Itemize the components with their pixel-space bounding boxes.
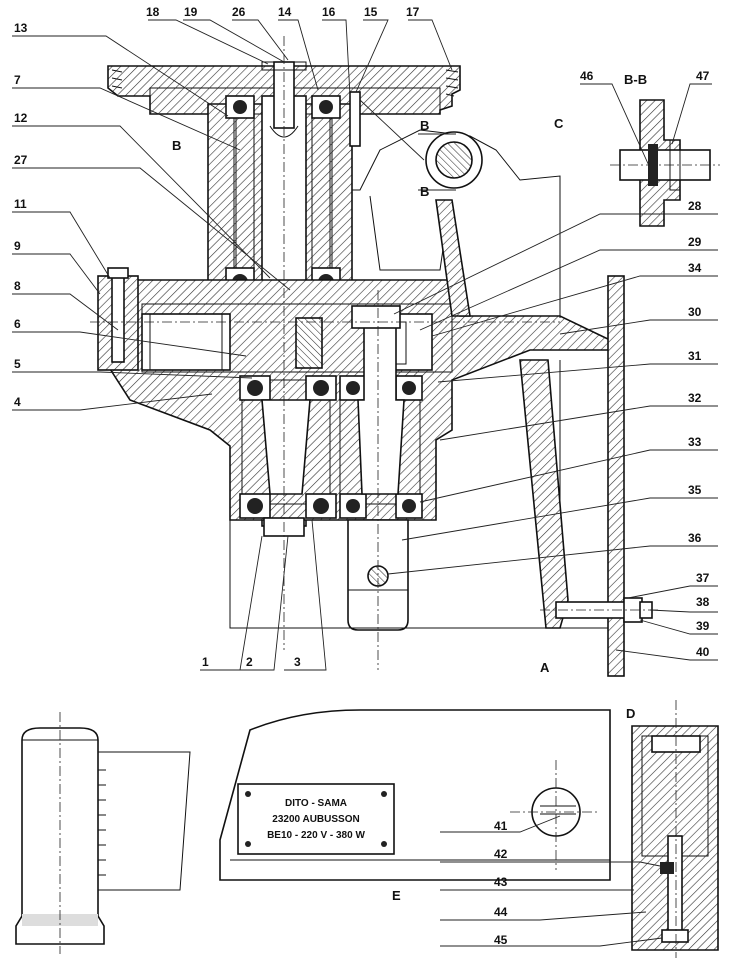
section-label-bb: B-B [624, 72, 647, 87]
nameplate-text: DITO - SAMA 23200 AUBUSSON BE10 - 220 V … [267, 798, 365, 841]
nameplate-line-1: DITO - SAMA [285, 798, 347, 809]
lower-skirt [229, 360, 610, 629]
pulley-grooves [111, 69, 459, 97]
view-d [631, 700, 719, 958]
callout-39: 39 [696, 619, 710, 633]
large-gear [141, 313, 231, 371]
skirt-rib [519, 359, 569, 629]
callout-44: 44 [494, 905, 508, 919]
callout-15: 15 [364, 5, 378, 19]
callout-3: 3 [294, 655, 301, 669]
view-label-a: A [540, 660, 550, 675]
gear-hub [295, 317, 323, 369]
callout-30: 30 [688, 305, 702, 319]
leader-lines [12, 19, 718, 947]
callout-40: 40 [696, 645, 710, 659]
nameplate [237, 783, 395, 855]
callout-13: 13 [14, 21, 28, 35]
view-label-b: B [172, 138, 181, 153]
callout-6: 6 [14, 317, 21, 331]
nameplate-line-3: BE10 - 220 V - 380 W [267, 830, 365, 841]
shaft-tip [269, 125, 299, 138]
lower-shaft-left [261, 399, 311, 495]
mounting-plate [607, 275, 625, 677]
output-shaft [357, 319, 405, 495]
callout-41: 41 [494, 819, 508, 833]
callout-1: 1 [202, 655, 209, 669]
flange-bolt [111, 269, 125, 363]
callout-4: 4 [14, 395, 21, 409]
callout-43: 43 [494, 875, 508, 889]
callout-5: 5 [14, 357, 21, 371]
rib-c [435, 199, 471, 317]
callout-38: 38 [696, 595, 710, 609]
callout-26: 26 [232, 5, 246, 19]
callout-11: 11 [14, 197, 27, 211]
callout-29: 29 [688, 235, 702, 249]
callout-37: 37 [696, 571, 710, 585]
callout-47: 47 [696, 69, 710, 83]
output-shaft-nut [351, 305, 401, 329]
callout-33: 33 [688, 435, 702, 449]
lower-bearings [239, 375, 423, 519]
callout-46: 46 [580, 69, 594, 83]
view-letters: B C A D E B-B B B [172, 72, 647, 903]
pin-15 [349, 91, 361, 147]
callout-28: 28 [688, 199, 702, 213]
section-mark-b-bottom: B [420, 184, 429, 199]
flange-bolt-head [107, 267, 129, 279]
callout-35: 35 [688, 483, 702, 497]
view-label-e: E [392, 888, 401, 903]
callout-16: 16 [322, 5, 336, 19]
callout-27: 27 [14, 153, 28, 167]
callout-42: 42 [494, 847, 508, 861]
view-e [219, 709, 611, 881]
callout-19: 19 [184, 5, 198, 19]
main-section-view [90, 36, 660, 677]
callout-45: 45 [494, 933, 508, 947]
section-mark-b-top: B [420, 118, 429, 133]
view-label-d: D [626, 706, 635, 721]
callout-31: 31 [688, 349, 702, 363]
lower-left-view [15, 712, 191, 954]
boss-c-inner [435, 141, 473, 179]
callout-12: 12 [14, 111, 28, 125]
callout-7: 7 [14, 73, 21, 87]
view-label-c: C [554, 116, 564, 131]
callout-34: 34 [688, 261, 702, 275]
callout-2: 2 [246, 655, 253, 669]
callout-32: 32 [688, 391, 702, 405]
callout-9: 9 [14, 239, 21, 253]
callout-36: 36 [688, 531, 702, 545]
nameplate-line-2: 23200 AUBUSSON [272, 814, 359, 825]
callout-18: 18 [146, 5, 160, 19]
callout-labels: 18 19 26 14 16 15 17 13 7 12 27 11 9 8 6… [14, 5, 710, 947]
callout-17: 17 [406, 5, 420, 19]
section-bb-view [610, 99, 720, 227]
callout-14: 14 [278, 5, 292, 19]
callout-8: 8 [14, 279, 21, 293]
